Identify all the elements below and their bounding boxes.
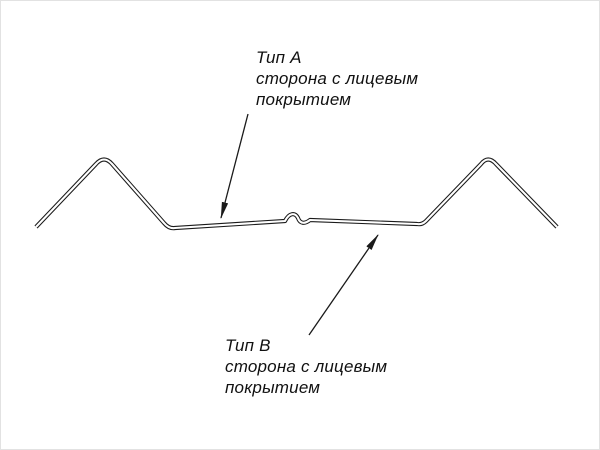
callout-type-b-line2: покрытием	[225, 378, 321, 397]
callout-type-a-title: Тип А	[256, 48, 302, 67]
callout-type-a-line2: покрытием	[256, 90, 352, 109]
callout-type-b: Тип В сторона с лицевым покрытием	[225, 335, 387, 398]
callout-type-b-line1: сторона с лицевым	[225, 357, 388, 376]
callout-type-a-line1: сторона с лицевым	[256, 69, 419, 88]
callout-type-b-title: Тип В	[225, 336, 271, 355]
callout-type-a: Тип А сторона с лицевым покрытием	[256, 47, 418, 110]
sheet-profile-outline	[34, 157, 559, 231]
leader-line-type-b	[308, 234, 379, 336]
leader-line-type-a	[220, 113, 249, 219]
